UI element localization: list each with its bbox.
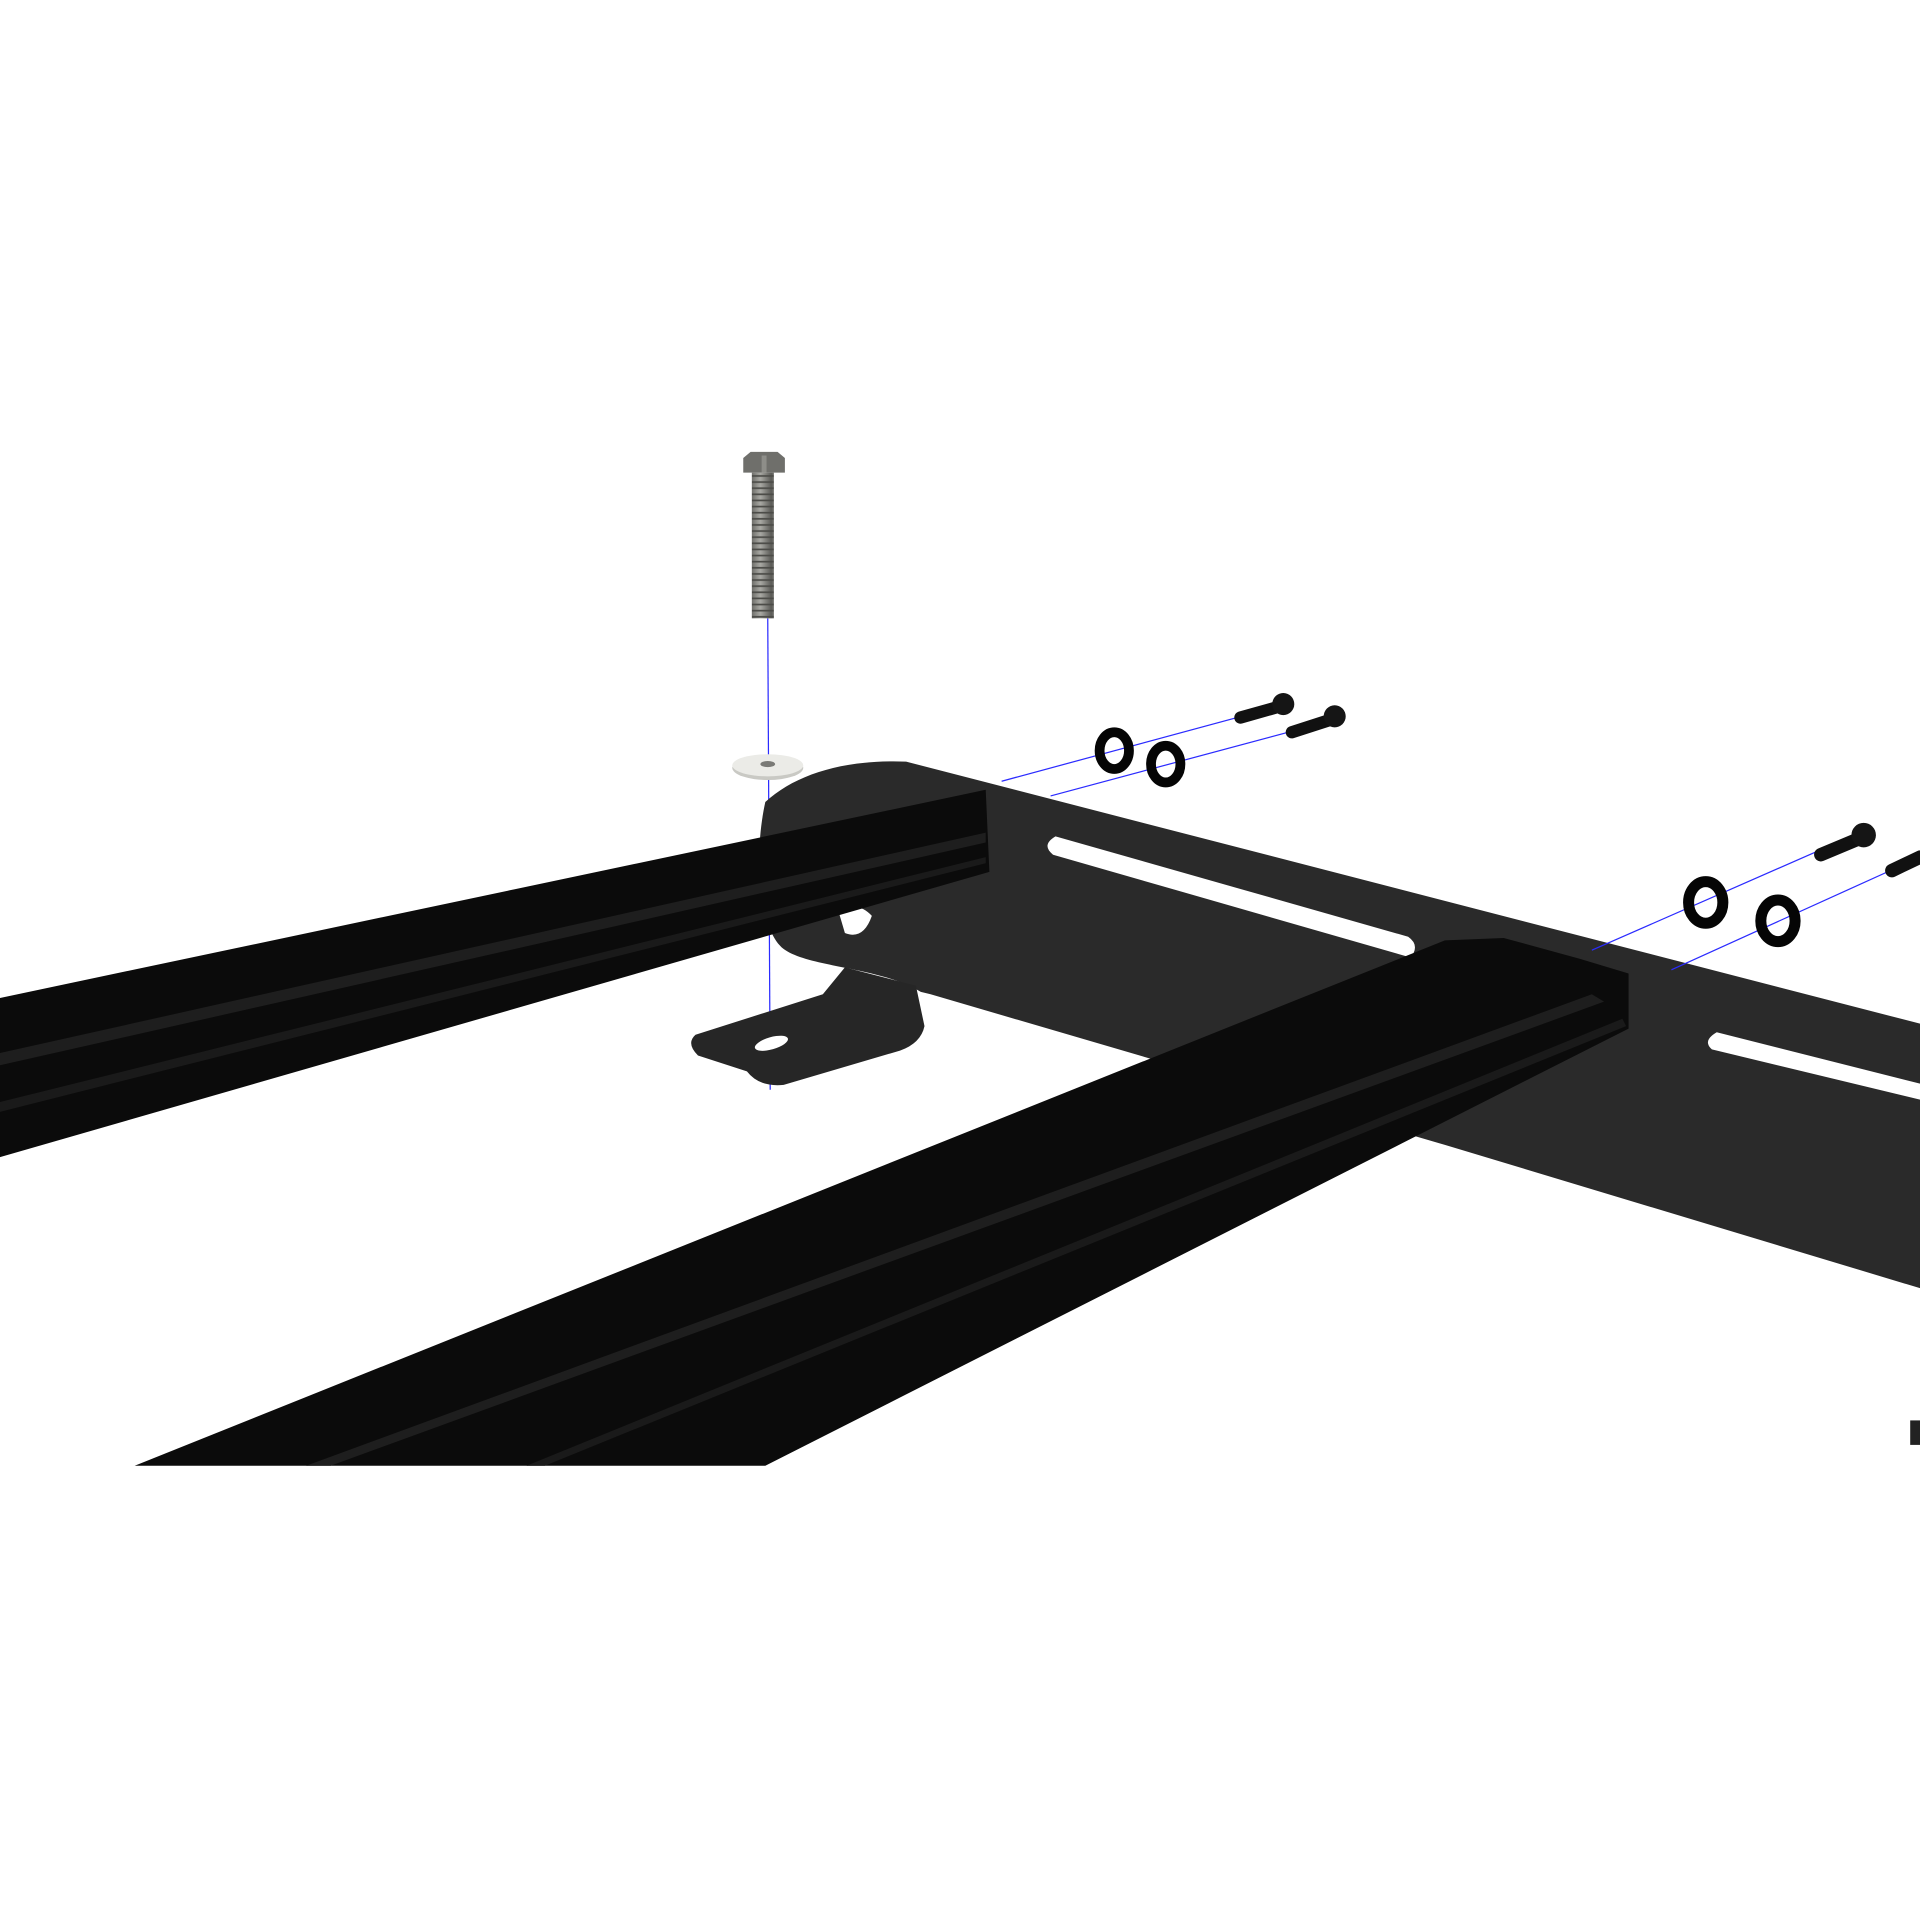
- hex-bolt: [743, 451, 785, 619]
- rail-left-groove: [0, 832, 986, 1066]
- plate-hole: [838, 906, 872, 935]
- screw: [1234, 693, 1295, 724]
- washer-black: [1683, 876, 1729, 929]
- plate-slot-left: [1047, 836, 1415, 958]
- rail-left-groove: [0, 857, 986, 1112]
- washer-black: [1146, 740, 1186, 788]
- rail-left: [0, 789, 990, 1158]
- screw: [1285, 705, 1346, 739]
- bracket-foot: [691, 967, 925, 1086]
- bracket-hole: [754, 1035, 788, 1051]
- plate-slot-right: [1707, 1032, 1920, 1100]
- washer-black: [1094, 727, 1134, 774]
- rail-right-groove: [306, 994, 1605, 1466]
- rail-right-end-right-bracket: [1910, 1420, 1920, 1445]
- rail-right-groove: [526, 1018, 1627, 1466]
- guide-line: [1001, 707, 1274, 782]
- washer-light: [732, 754, 804, 780]
- guide-line: [1050, 721, 1326, 797]
- washer-black: [1755, 894, 1801, 948]
- rail-right: [134, 937, 1629, 1466]
- screw: [1885, 850, 1920, 878]
- screw: [1814, 822, 1876, 862]
